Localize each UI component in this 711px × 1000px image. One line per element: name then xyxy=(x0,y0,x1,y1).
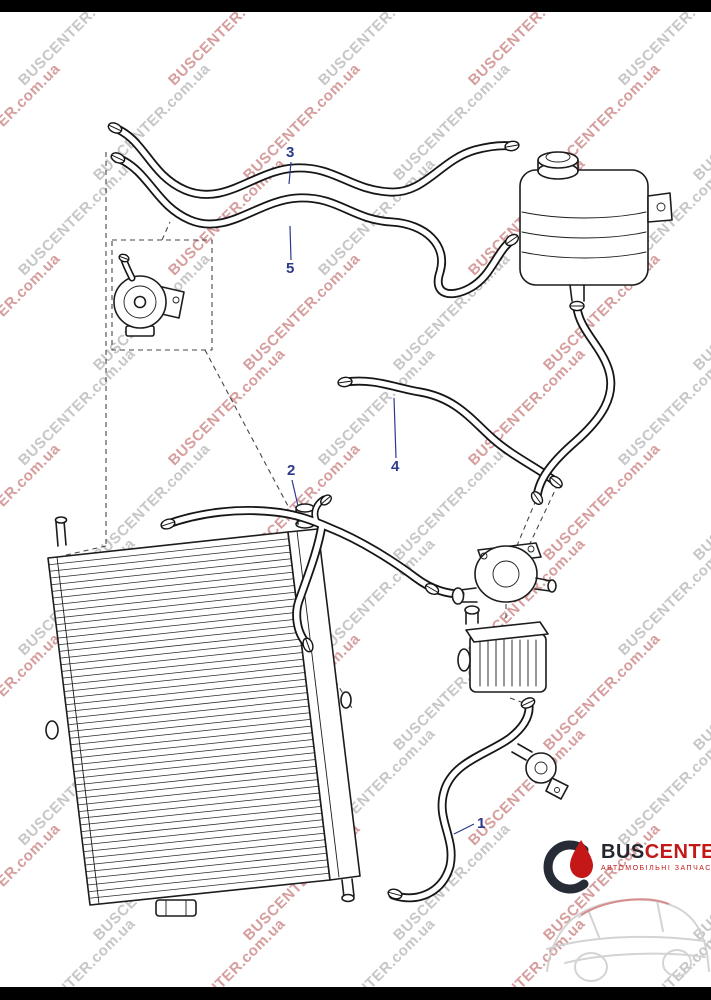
callout-1: 1 xyxy=(453,815,485,835)
radiator-bottom-bracket xyxy=(155,899,197,917)
buscenter-logo: BUSCENTER АВТОМОБІЛЬНІ ЗАПЧАСТИНИ xyxy=(540,834,711,896)
bottom-black-bar xyxy=(0,987,711,1000)
heater-hose-5-inner xyxy=(115,155,515,297)
car-sketch xyxy=(546,898,710,982)
pump-stub-hose xyxy=(120,256,136,282)
callout-3: 3 xyxy=(286,144,294,185)
cooler-unit xyxy=(457,605,549,693)
svg-text:5: 5 xyxy=(286,260,294,277)
svg-text:2: 2 xyxy=(287,462,295,479)
svg-text:1: 1 xyxy=(477,815,485,832)
expansion-tank xyxy=(519,151,673,302)
callout-5: 5 xyxy=(286,225,294,277)
brand-tagline: АВТОМОБІЛЬНІ ЗАПЧАСТИНИ xyxy=(601,865,711,872)
radiator xyxy=(45,503,361,917)
radiator-side-fitting xyxy=(45,720,59,740)
radiator-mounting-pin xyxy=(54,516,68,547)
brand-bus: BUS xyxy=(601,841,645,863)
brand-center: CENTER xyxy=(644,841,711,863)
top-black-bar xyxy=(0,0,711,12)
svg-text:4: 4 xyxy=(391,458,400,475)
auxiliary-water-pump xyxy=(113,275,185,337)
thermostat-housing xyxy=(451,542,557,605)
callout-4: 4 xyxy=(391,397,400,475)
car-sketch-accent xyxy=(580,898,670,916)
callout-2: 2 xyxy=(287,462,299,507)
heater-hose-5 xyxy=(113,153,517,299)
upper-radiator-hose-2 xyxy=(160,495,465,649)
expansion-tank-outlet xyxy=(569,284,585,302)
buscenter-logo-icon xyxy=(543,840,593,894)
expansion-tank-hose xyxy=(532,303,616,503)
connecting-hose-4 xyxy=(340,376,561,487)
heater-hose-3-inner xyxy=(112,125,515,198)
brand-name: BUSCENTER xyxy=(601,842,711,862)
lower-radiator-hose-1 xyxy=(388,700,534,903)
expansion-tank-bracket xyxy=(647,192,673,223)
hose-clamps xyxy=(107,122,585,900)
svg-text:3: 3 xyxy=(286,144,294,161)
coolant-valve xyxy=(511,743,569,800)
radiator-fins xyxy=(48,538,330,899)
expansion-tank-cap xyxy=(537,151,579,180)
